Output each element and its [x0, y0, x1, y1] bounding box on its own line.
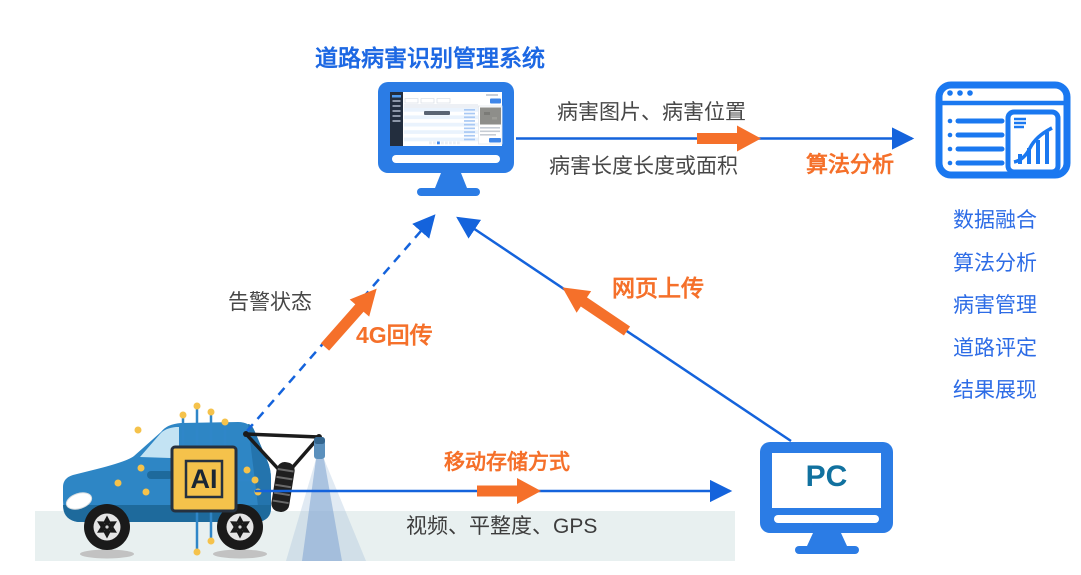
ai-chip — [170, 445, 238, 513]
badge-mobile-storage: 移动存储方式 — [444, 451, 570, 474]
browser-chart-panel — [1005, 109, 1061, 175]
label-disease-image-location: 病害图片、病害位置 — [557, 101, 746, 124]
car-trim — [147, 471, 173, 479]
function-item-algorithm-analysis: 算法分析 — [953, 251, 1037, 275]
circuit-traces — [181, 409, 252, 549]
platform-function-list: 数据融合 算法分析 病害管理 道路评定 结果展现 — [953, 210, 1037, 402]
rig-coil — [271, 462, 295, 512]
dashboard-toolbar — [404, 98, 501, 104]
camera-beam — [286, 459, 366, 561]
badge-algorithm-analysis: 算法分析 — [806, 152, 895, 177]
label-alert-status: 告警状态 — [228, 291, 312, 314]
arrow-4g — [320, 288, 377, 351]
function-item-data-fusion: 数据融合 — [953, 209, 1037, 232]
camera-rig — [243, 431, 325, 512]
dashboard-table-header — [404, 104, 478, 108]
survey-vehicle — [63, 402, 325, 559]
label-video-roughness-gps: 视频、平整度、GPS — [406, 515, 598, 538]
dashboard-image-panel — [478, 105, 503, 145]
pc-icon — [760, 442, 893, 554]
car-headlight — [65, 492, 93, 510]
camera-head-top — [314, 437, 325, 444]
arrow-web-upload — [562, 287, 631, 336]
page-title: 道路病害识别管理系统 — [315, 45, 545, 71]
arrow-storage — [477, 478, 541, 504]
function-item-road-rating: 道路评定 — [953, 336, 1037, 360]
dashboard-pagination — [429, 141, 460, 145]
dashboard-tooltip — [424, 111, 450, 115]
dashboard-screenshot — [390, 92, 503, 146]
badge-4g-backhaul: 4G回传 — [356, 322, 433, 348]
car-windshield — [140, 427, 179, 458]
label-disease-length-area: 病害长度长度或面积 — [549, 155, 738, 178]
ai-chip-label: AI — [190, 464, 218, 494]
wheel-shadow — [213, 549, 267, 559]
badge-web-upload: 网页上传 — [612, 275, 704, 301]
orange-arrows — [320, 125, 761, 504]
wheel-shadow — [80, 549, 134, 559]
browser-list — [955, 118, 1005, 166]
function-item-result-display: 结果展现 — [953, 379, 1037, 402]
arrow-algorithm — [697, 125, 761, 152]
function-item-disease-management: 病害管理 — [953, 294, 1037, 317]
browser-report-icon — [935, 81, 1071, 179]
front-wheel — [84, 504, 130, 550]
browser-dots — [947, 90, 973, 96]
dashboard-table-rows — [404, 108, 478, 142]
circuit-dots — [114, 402, 262, 556]
system-monitor-icon — [378, 82, 514, 196]
pc-label: PC — [805, 460, 848, 493]
rear-wheel — [217, 504, 263, 550]
